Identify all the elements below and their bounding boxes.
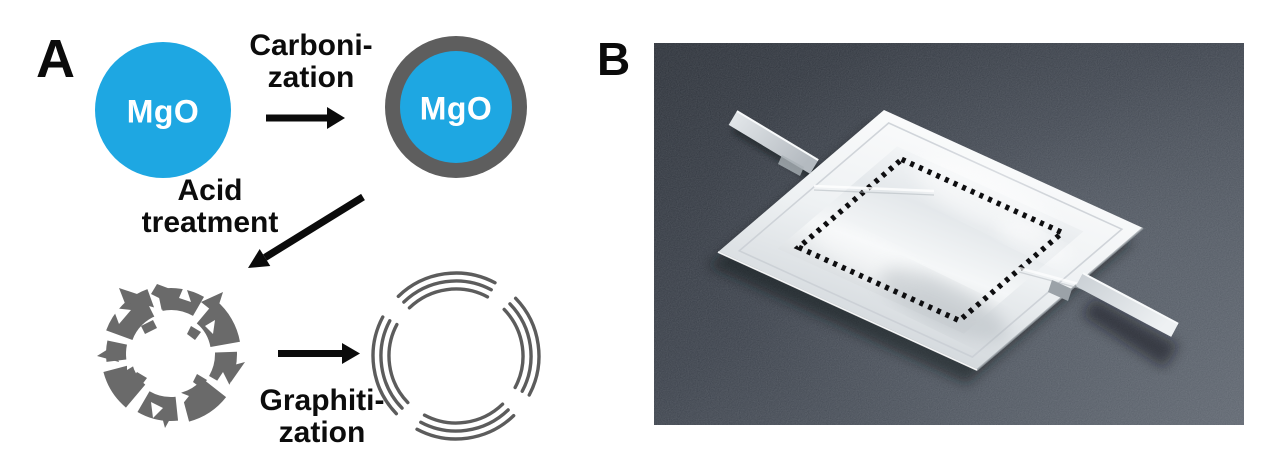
mgo-core-circle	[95, 42, 231, 178]
mgo-core-label: MgO	[126, 93, 200, 130]
graphitized-carbon-shell	[371, 271, 541, 441]
acid-treatment-arrow-icon	[248, 193, 365, 268]
mgo-coated-core-circle	[400, 51, 512, 163]
bulge-shading	[880, 268, 1008, 342]
pouch-seal-rim	[737, 122, 1124, 358]
mgo-particle	[95, 42, 231, 178]
right-tab	[1048, 272, 1179, 337]
graphitization-label: Graphiti- zation	[260, 385, 385, 449]
panel-b-label: B	[597, 33, 631, 85]
panel-a-label: A	[36, 29, 75, 89]
pouch-inner-bulge	[777, 146, 1084, 334]
acid-treatment-label-line1: Acid	[177, 174, 243, 207]
acid-treatment-label: Acid treatment	[142, 175, 279, 239]
process-diagram	[95, 36, 541, 441]
acid-treatment-label-line2: treatment	[141, 205, 279, 239]
shell-fragments	[103, 288, 240, 422]
graphitization-arrow-icon	[278, 343, 360, 364]
carbonization-arrow-icon	[266, 107, 345, 129]
carbonization-label-line1: Carboni-	[249, 29, 373, 62]
pouch-cell-photo	[654, 43, 1244, 425]
pouch-edge-highlight	[717, 251, 978, 371]
carbonization-label-line2: zation	[267, 60, 355, 94]
dashed-seal-line	[793, 156, 1068, 324]
right-tab-shadow	[1082, 298, 1179, 368]
graphitization-label-line1: Graphiti-	[259, 384, 385, 417]
carbon-coated-particle	[385, 36, 527, 178]
bulge-highlight-1	[915, 157, 1053, 239]
bulge-highlight-3	[997, 222, 1071, 264]
carbonization-label: Carboni- zation	[249, 30, 372, 94]
shell-shards	[97, 284, 245, 428]
mgo-coated-core-label: MgO	[419, 90, 493, 127]
graphitization-label-line2: zation	[278, 415, 366, 449]
shell-cracks	[113, 284, 231, 418]
left-tab	[728, 110, 819, 176]
broken-carbon-shell	[97, 284, 245, 428]
